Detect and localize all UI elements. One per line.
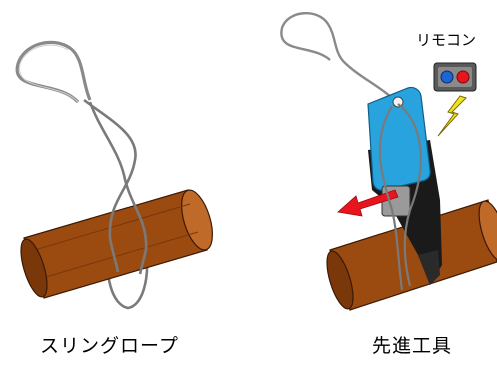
tool-rope-strand [397, 103, 422, 287]
tool-rope-eye [280, 11, 399, 105]
rope-wrap-front [108, 237, 120, 273]
remote-label: リモコン [416, 31, 477, 49]
rope-eye [15, 40, 92, 104]
caption-advanced-tool: 先進工具 [372, 335, 453, 357]
tool-rope-hole [392, 96, 404, 108]
red-arrow [337, 189, 399, 217]
log-left [20, 189, 213, 299]
advanced-tool-illustration [280, 11, 497, 311]
rope-strand-b [88, 101, 148, 251]
remote-blue-button [440, 70, 454, 84]
log-right [326, 199, 497, 311]
remote-red-button [456, 70, 470, 84]
sling-rope-illustration [15, 40, 213, 310]
remote-control-icon [433, 62, 477, 92]
tool-blue-housing [367, 86, 431, 191]
caption-sling-rope: スリングロープ [40, 335, 179, 357]
lightning-icon [437, 95, 467, 137]
rope-strand-a [83, 98, 137, 239]
